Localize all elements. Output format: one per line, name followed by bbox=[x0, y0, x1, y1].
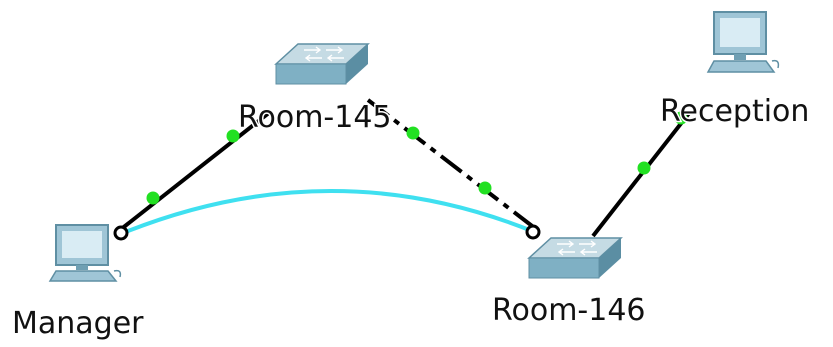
device-label-reception: Reception bbox=[660, 94, 809, 129]
link-up-indicator bbox=[674, 111, 688, 125]
link-up-indicator bbox=[226, 129, 240, 143]
device-label-room-145: Room-145 bbox=[238, 100, 392, 135]
pc-keyboard-icon bbox=[706, 60, 776, 73]
link-up-indicator bbox=[146, 191, 160, 205]
switch-room-146[interactable] bbox=[527, 237, 623, 279]
link-indicators bbox=[113, 111, 688, 241]
pc-manager[interactable] bbox=[48, 224, 122, 282]
pc-reception[interactable] bbox=[706, 11, 780, 73]
pc-keyboard-icon bbox=[48, 270, 118, 282]
switch-room-145[interactable] bbox=[274, 43, 370, 85]
console-port-indicator bbox=[525, 224, 541, 240]
switch-arrows-icon bbox=[557, 240, 597, 256]
link-up-indicator bbox=[637, 161, 651, 175]
link-room-145-room-146[interactable] bbox=[366, 98, 538, 231]
device-label-manager: Manager bbox=[12, 306, 144, 341]
switch-arrows-icon bbox=[304, 46, 344, 62]
device-label-room-146: Room-146 bbox=[492, 293, 646, 328]
console-port-indicator bbox=[113, 225, 129, 241]
link-manager-room-145[interactable] bbox=[118, 110, 272, 232]
link-up-indicator bbox=[406, 126, 420, 140]
link-up-indicator bbox=[478, 181, 492, 195]
console-link-manager-room-146[interactable] bbox=[122, 189, 533, 235]
